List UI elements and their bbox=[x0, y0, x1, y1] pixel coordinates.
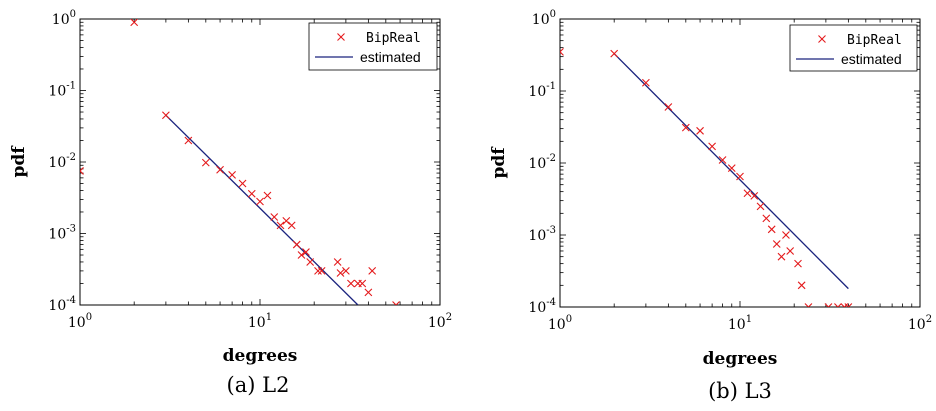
series-estimated-line bbox=[165, 114, 359, 305]
legend: BipReal estimated bbox=[308, 22, 438, 71]
data-point-bipreal bbox=[681, 123, 690, 132]
data-point-bipreal bbox=[276, 221, 285, 230]
data-point-bipreal bbox=[341, 266, 350, 275]
data-point-bipreal bbox=[824, 303, 833, 307]
legend-label-estimated: estimated bbox=[360, 49, 421, 65]
data-point-bipreal bbox=[797, 281, 806, 290]
data-point-bipreal bbox=[263, 191, 272, 200]
data-layer bbox=[560, 47, 853, 307]
data-point-bipreal bbox=[844, 303, 853, 307]
axis-ticks bbox=[559, 19, 920, 308]
chart-2: 100 101 102 100 10-1 10-2 10-3 10-4 degrees pdf (b… bbox=[489, 9, 932, 403]
data-point-bipreal bbox=[777, 252, 786, 261]
data-point-bipreal bbox=[130, 19, 139, 27]
data-point-bipreal bbox=[772, 240, 781, 248]
data-point-bipreal bbox=[161, 111, 170, 120]
data-point-bipreal bbox=[756, 202, 765, 211]
y-tick-label: 10-2 bbox=[48, 152, 76, 171]
data-point-bipreal bbox=[782, 231, 790, 239]
data-point-bipreal bbox=[727, 164, 736, 172]
data-point-bipreal bbox=[317, 266, 326, 275]
x-tick-label: 100 bbox=[68, 312, 92, 331]
data-point-bipreal bbox=[767, 225, 776, 234]
x-tick-label: 100 bbox=[548, 314, 572, 333]
legend-label-bipreal: BipReal bbox=[847, 33, 902, 48]
data-point-bipreal bbox=[392, 301, 400, 305]
data-point-bipreal bbox=[696, 126, 704, 135]
data-point-bipreal bbox=[216, 165, 224, 174]
data-point-bipreal bbox=[610, 49, 619, 58]
data-point-bipreal bbox=[794, 259, 802, 268]
data-point-bipreal bbox=[184, 136, 193, 145]
data-point-bipreal bbox=[664, 103, 673, 111]
subfigure-caption: (a) L2 bbox=[227, 373, 290, 397]
data-point-bipreal bbox=[358, 279, 367, 288]
legend-box bbox=[308, 22, 438, 71]
data-point-bipreal bbox=[201, 158, 210, 167]
x-tick-label: 102 bbox=[428, 312, 452, 331]
data-point-bipreal bbox=[256, 197, 264, 206]
series-estimated-line bbox=[613, 53, 849, 290]
chart-1: 100 101 102 100 10-1 10-2 10-3 10-4 degrees pdf (a… bbox=[9, 9, 452, 397]
data-point-bipreal bbox=[786, 247, 795, 255]
data-point-bipreal bbox=[287, 221, 296, 230]
data-point-bipreal bbox=[708, 142, 717, 151]
x-tick-label: 102 bbox=[908, 314, 932, 333]
y-axis-label: pdf bbox=[489, 146, 509, 179]
x-tick-label: 101 bbox=[248, 312, 272, 331]
data-point-bipreal bbox=[834, 303, 842, 307]
y-axis-label: pdf bbox=[9, 145, 29, 178]
y-tick-label: 10-1 bbox=[48, 81, 76, 100]
legend-marker-bipreal bbox=[337, 33, 345, 41]
data-point-bipreal bbox=[743, 189, 752, 198]
data-point-bipreal bbox=[762, 214, 771, 223]
data-point-bipreal bbox=[750, 191, 759, 200]
y-tick-label: 10-1 bbox=[528, 81, 556, 100]
data-point-bipreal bbox=[736, 172, 744, 181]
data-point-bipreal bbox=[641, 78, 650, 87]
y-tick-label: 100 bbox=[532, 9, 556, 28]
x-axis-label: degrees bbox=[223, 346, 298, 366]
data-point-bipreal bbox=[238, 179, 247, 188]
data-point-bipreal bbox=[80, 167, 84, 175]
data-point-bipreal bbox=[560, 47, 564, 56]
y-tick-label: 10-3 bbox=[528, 225, 556, 244]
legend-marker-bipreal bbox=[818, 35, 826, 43]
x-axis-label: degrees bbox=[703, 349, 778, 369]
data-point-bipreal bbox=[368, 266, 377, 275]
data-point-bipreal bbox=[270, 213, 279, 221]
legend-label-estimated: estimated bbox=[841, 51, 902, 67]
data-point-bipreal bbox=[804, 303, 813, 307]
y-tick-label: 100 bbox=[52, 9, 76, 28]
data-point-bipreal bbox=[247, 189, 256, 198]
x-tick-label: 101 bbox=[728, 314, 752, 333]
data-point-bipreal bbox=[364, 288, 373, 297]
data-point-bipreal bbox=[314, 266, 322, 275]
y-tick-label: 10-4 bbox=[48, 295, 76, 314]
data-point-bipreal bbox=[336, 269, 345, 277]
data-point-bipreal bbox=[347, 279, 355, 288]
data-layer bbox=[80, 19, 400, 305]
subfigure-caption: (b) L3 bbox=[708, 379, 772, 403]
data-point-bipreal bbox=[282, 217, 291, 225]
data-point-bipreal bbox=[292, 240, 301, 249]
legend: BipReal estimated bbox=[789, 24, 918, 72]
data-point-bipreal bbox=[718, 156, 727, 164]
legend-label-bipreal: BipReal bbox=[366, 31, 421, 46]
legend-box bbox=[789, 24, 918, 72]
y-tick-label: 10-4 bbox=[528, 297, 556, 316]
data-point-bipreal bbox=[333, 258, 342, 266]
data-point-bipreal bbox=[302, 248, 310, 256]
data-point-bipreal bbox=[297, 251, 306, 259]
data-point-bipreal bbox=[228, 171, 237, 179]
y-tick-label: 10-3 bbox=[48, 224, 76, 243]
y-tick-label: 10-2 bbox=[528, 153, 556, 172]
data-point-bipreal bbox=[306, 258, 315, 266]
